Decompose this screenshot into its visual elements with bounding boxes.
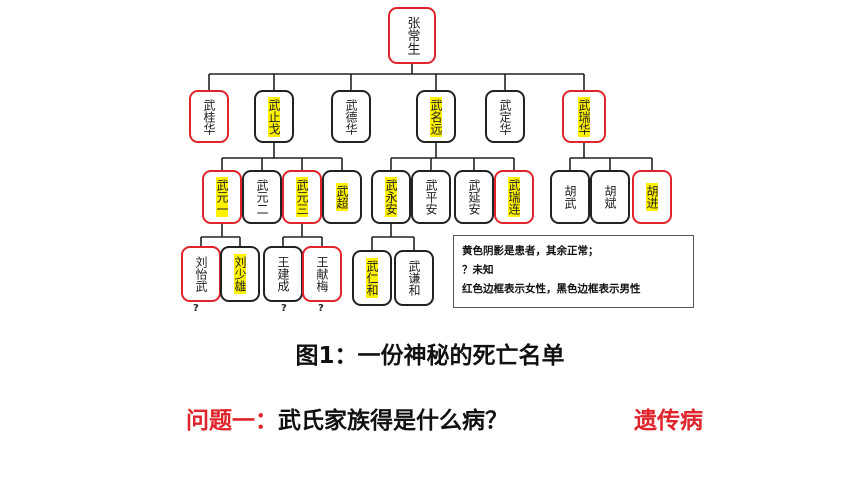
- answer-text: 遗传病: [634, 408, 703, 434]
- person-name: 胡武: [563, 185, 577, 209]
- question-prefix: 问题一：: [186, 408, 278, 434]
- person-name: 胡斌: [603, 185, 617, 209]
- unknown-mark: ?: [193, 303, 199, 314]
- person-name: 武德华: [344, 98, 358, 135]
- person-wu-dinghua: 武定华: [485, 90, 525, 143]
- person-name: 王建成: [276, 256, 290, 292]
- person-wu-ruilian: 武瑞连: [494, 170, 534, 224]
- question-text: 武氏家族得是什么病？: [278, 408, 508, 434]
- person-wu-chao: 武超: [322, 170, 362, 224]
- person-zhang-changsheng: 张常生: [388, 7, 436, 64]
- person-name: 武元一: [215, 177, 229, 217]
- unknown-mark: ?: [281, 303, 287, 314]
- person-name: 武止戈: [267, 96, 281, 137]
- person-name: 武谦和: [407, 260, 421, 296]
- person-name: 武仁和: [365, 258, 379, 298]
- person-wu-yuanyi: 武元一: [202, 170, 242, 224]
- person-wu-yuaner: 武元二: [242, 170, 282, 224]
- legend-sex-note: 红色边框表示女性，黑色边框表示男性: [462, 283, 641, 295]
- person-wang-xianmei: 王献梅: [302, 246, 342, 302]
- person-wang-jiancheng: 王建成: [263, 246, 303, 302]
- person-name: 武元二: [255, 179, 269, 215]
- person-liu-yiwu: 刘怡武: [181, 246, 221, 302]
- person-wu-dehua: 武德华: [331, 90, 371, 143]
- person-liu-shaoxiong: 刘少雄: [220, 246, 260, 302]
- person-wu-renhe: 武仁和: [352, 250, 392, 306]
- person-name: 张常生: [404, 16, 420, 55]
- pedigree-legend: 黄色阴影是患者，其余正常； ？未知 红色边框表示女性，黑色边框表示男性: [453, 235, 694, 308]
- person-wu-pingan: 武平安: [411, 170, 451, 224]
- person-hu-wu: 胡武: [550, 170, 590, 224]
- legend-unknown-note: ？未知: [462, 264, 494, 276]
- unknown-mark: ?: [318, 303, 324, 314]
- person-hu-jin: 胡进: [632, 170, 672, 224]
- person-name: 武永安: [384, 177, 398, 217]
- person-name: 王献梅: [315, 256, 329, 292]
- person-name: 刘少雄: [233, 254, 247, 294]
- person-name: 武定华: [498, 98, 512, 135]
- person-wu-ruihua: 武瑞华: [562, 90, 606, 143]
- person-name: 武名远: [429, 96, 443, 137]
- person-wu-guihua: 武桂华: [189, 90, 229, 143]
- person-wu-mingyuan: 武名远: [416, 90, 456, 143]
- person-wu-yanan: 武延安: [454, 170, 494, 224]
- person-name: 武元三: [295, 177, 309, 217]
- person-name: 武桂华: [202, 98, 216, 135]
- person-name: 武平安: [424, 179, 438, 215]
- figure-caption: 图1：一份神秘的死亡名单: [295, 343, 565, 369]
- person-wu-yuansan: 武元三: [282, 170, 322, 224]
- person-hu-bin: 胡斌: [590, 170, 630, 224]
- legend-affected-note: 黄色阴影是患者，其余正常；: [462, 245, 599, 257]
- person-name: 胡进: [645, 183, 659, 211]
- person-wu-qianhe: 武谦和: [394, 250, 434, 306]
- person-name: 武超: [335, 183, 349, 211]
- person-name: 刘怡武: [194, 256, 208, 292]
- person-wu-zhige: 武止戈: [254, 90, 294, 143]
- person-name: 武瑞华: [577, 96, 591, 137]
- person-name: 武延安: [467, 179, 481, 215]
- person-name: 武瑞连: [507, 177, 521, 217]
- question-line: 问题一：武氏家族得是什么病？: [186, 401, 508, 435]
- person-wu-yongan: 武永安: [371, 170, 411, 224]
